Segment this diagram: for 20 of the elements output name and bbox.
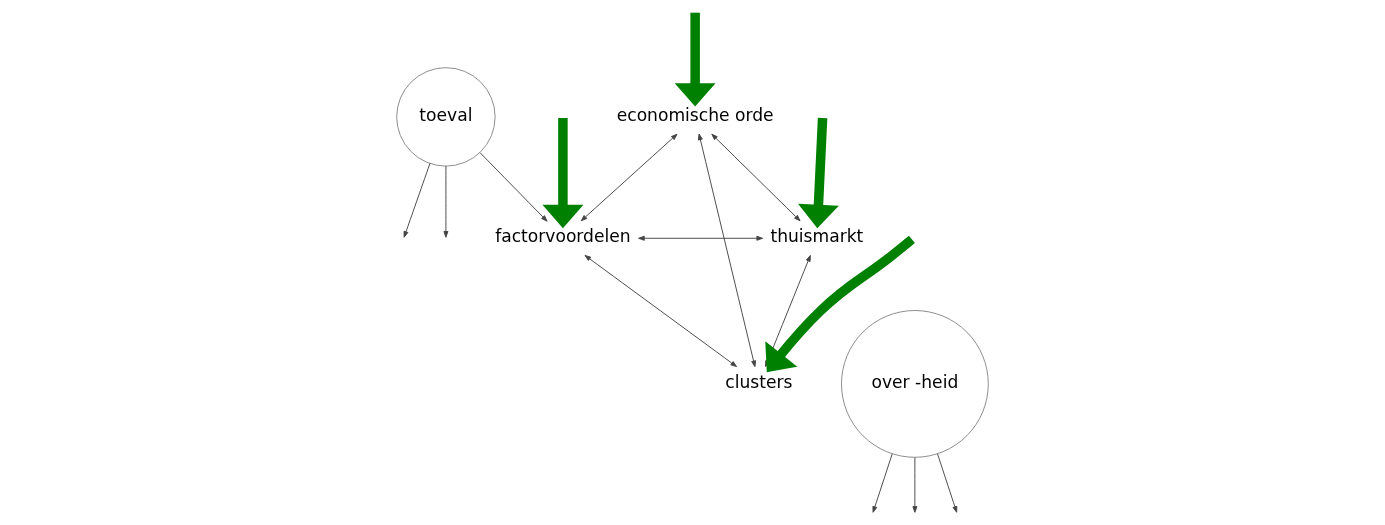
node-text: factorvoordelen xyxy=(495,226,631,247)
arrow xyxy=(542,117,584,229)
arrow xyxy=(403,162,431,238)
arrow xyxy=(638,235,764,241)
arrow xyxy=(580,133,678,222)
arrow xyxy=(584,254,738,368)
arrow xyxy=(872,453,893,513)
arrow xyxy=(912,457,918,513)
arrow xyxy=(937,453,958,513)
arrow xyxy=(674,12,716,107)
arrow xyxy=(479,152,548,222)
node-text: economische orde xyxy=(616,105,774,126)
node-text: clusters xyxy=(725,372,793,393)
node-circle: toeval xyxy=(396,67,496,167)
arrow xyxy=(697,133,757,368)
node-text: thuismarkt xyxy=(770,226,864,247)
arrow xyxy=(798,117,839,229)
arrow xyxy=(443,165,449,238)
arrow xyxy=(711,133,801,222)
node-circle: over -heid xyxy=(841,310,989,458)
